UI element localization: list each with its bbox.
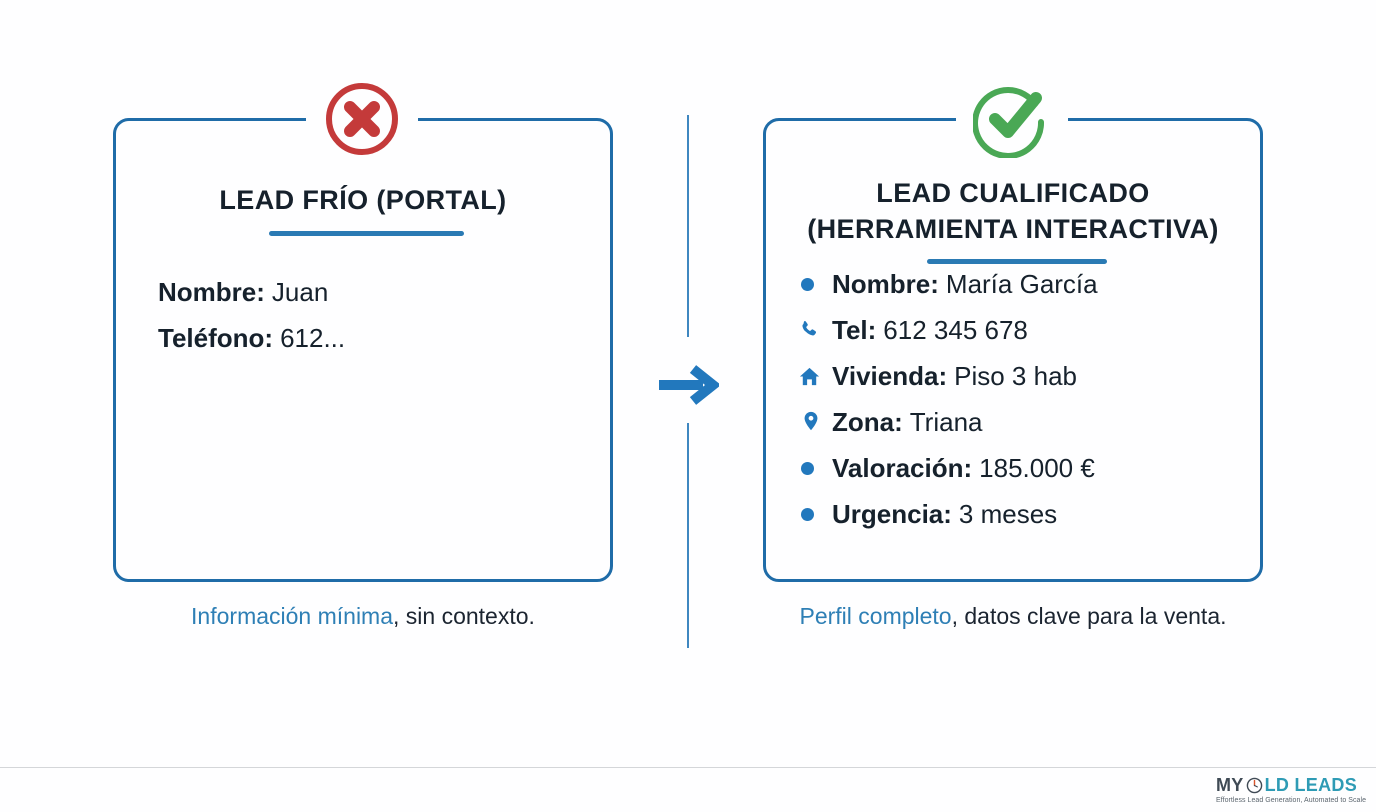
divider-line-top — [687, 115, 689, 337]
field-value: Piso 3 hab — [954, 361, 1077, 391]
right-card-caption: Perfil completo, datos clave para la ven… — [763, 603, 1263, 630]
brand-part1: MY — [1216, 775, 1244, 795]
field-value: Triana — [909, 407, 983, 437]
field-value: 3 meses — [958, 499, 1058, 529]
phone-icon — [798, 318, 830, 342]
arrow-right-icon — [657, 363, 722, 407]
field-value: 185.000 € — [979, 453, 1095, 483]
caption-highlight: Perfil completo — [799, 603, 952, 629]
field-label: Urgencia: — [832, 499, 952, 529]
brand-wordmark: MY LD LEADS — [1216, 776, 1366, 794]
list-item: Nombre: Juan — [158, 279, 590, 305]
right-card-title: LEAD CUALIFICADO (HERRAMIENTA INTERACTIV… — [766, 176, 1260, 248]
field-label: Nombre: — [158, 277, 265, 307]
list-item: Vivienda: Piso 3 hab — [798, 363, 1240, 389]
brand-logo: MY LD LEADS Effortless Lead Generation, … — [1216, 776, 1366, 804]
title-underline — [269, 231, 464, 236]
bullet-dot-icon — [798, 456, 830, 480]
field-value: Juan — [271, 277, 329, 307]
brand-part2: LD LEADS — [1264, 775, 1358, 795]
field-label: Vivienda: — [832, 361, 948, 391]
list-item: Zona: Triana — [798, 409, 1240, 435]
brand-tagline: Effortless Lead Generation, Automated to… — [1216, 797, 1367, 804]
circle-check-icon — [972, 78, 1053, 159]
field-value: 612 345 678 — [883, 315, 1028, 345]
left-card-title: LEAD FRÍO (PORTAL) — [219, 185, 507, 215]
bullet-dot-icon — [798, 502, 830, 526]
list-item: Tel: 612 345 678 — [798, 317, 1240, 343]
list-item: Valoración: 185.000 € — [798, 455, 1240, 481]
caption-rest: , sin contexto. — [393, 603, 535, 629]
map-pin-icon — [798, 410, 830, 434]
lead-cualificado-card: LEAD CUALIFICADO (HERRAMIENTA INTERACTIV… — [763, 115, 1263, 582]
right-card-title-line1: LEAD CUALIFICADO — [876, 178, 1150, 208]
field-label: Zona: — [832, 407, 903, 437]
field-label: Valoración: — [832, 453, 973, 483]
list-item: Urgencia: 3 meses — [798, 501, 1240, 527]
lead-frio-card: LEAD FRÍO (PORTAL) Nombre: Juan Teléfono… — [113, 115, 613, 582]
field-label: Teléfono: — [158, 323, 274, 353]
list-item: Teléfono: 612... — [158, 325, 590, 351]
circle-x-icon — [322, 79, 402, 159]
list-item: Nombre: María García — [798, 271, 1240, 297]
footer-divider — [0, 767, 1376, 768]
title-underline — [927, 259, 1107, 264]
bullet-dot-icon — [798, 272, 830, 296]
caption-rest: , datos clave para la venta. — [951, 603, 1227, 629]
caption-highlight: Información mínima — [191, 603, 394, 629]
clock-dial-icon — [1246, 777, 1263, 794]
right-field-list: Nombre: María García Tel: 612 345 678 — [798, 271, 1240, 547]
field-value: María García — [945, 269, 1098, 299]
left-card-caption: Información mínima, sin contexto. — [113, 603, 613, 630]
divider-line-bottom — [687, 423, 689, 648]
field-label: Nombre: — [832, 269, 939, 299]
field-value: 612... — [280, 323, 346, 353]
home-icon — [798, 364, 830, 388]
left-field-list: Nombre: Juan Teléfono: 612... — [158, 279, 590, 371]
right-card-title-line2: (HERRAMIENTA INTERACTIVA) — [807, 213, 1219, 244]
field-label: Tel: — [832, 315, 877, 345]
